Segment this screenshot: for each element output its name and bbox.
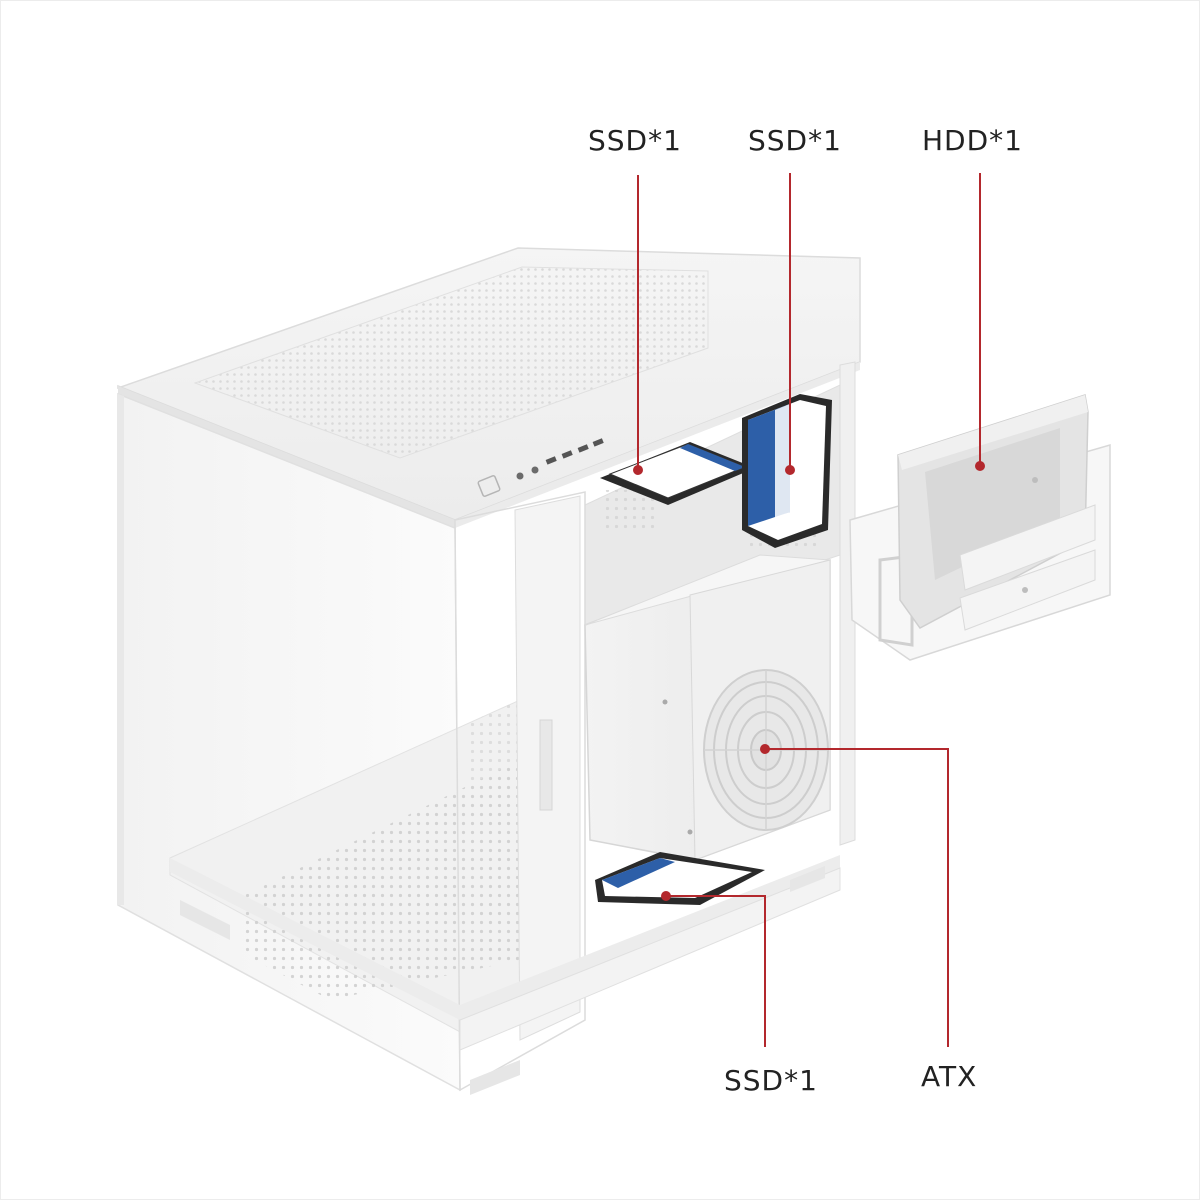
- case-base: [170, 855, 841, 1095]
- leader-line-ssd-bottom: [666, 895, 766, 1047]
- callout-hdd: HDD*1: [922, 124, 1023, 157]
- leader-dots: [633, 461, 985, 901]
- leader-dot-atx: [760, 744, 770, 754]
- front-io-panel: [477, 438, 604, 497]
- hdd-bracket: [849, 394, 1111, 661]
- leader-line-atx: [765, 748, 949, 1047]
- leader-dot-ssd-bottom: [661, 891, 671, 901]
- callout-ssd-top-right: SSD*1: [748, 124, 842, 157]
- callout-ssd-top-left: SSD*1: [588, 124, 682, 157]
- ssd-bottom: [595, 852, 765, 905]
- leader-lines: [637, 173, 981, 1047]
- atx-psu: [584, 554, 831, 861]
- leader-dot-ssd-top-left: [633, 465, 643, 475]
- ssd-top-left: [600, 442, 755, 505]
- leader-dot-hdd: [975, 461, 985, 471]
- case-front-frame: [454, 361, 856, 1092]
- callout-ssd-bottom: SSD*1: [724, 1064, 818, 1097]
- leader-dot-ssd-top-right: [785, 465, 795, 475]
- callout-atx: ATX: [921, 1060, 978, 1093]
- case-top-panel: [117, 247, 861, 528]
